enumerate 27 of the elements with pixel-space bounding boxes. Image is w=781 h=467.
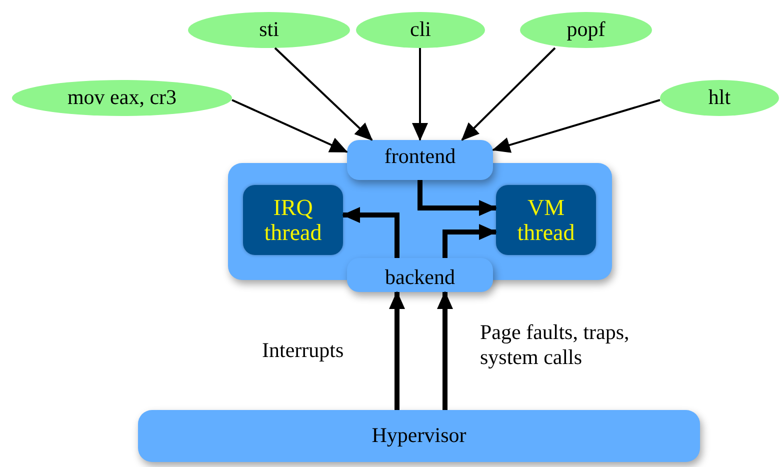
edge-label: Page faults, traps, system calls — [480, 320, 630, 370]
thread-box — [243, 185, 343, 255]
arrow — [442, 224, 497, 258]
node-label: sti — [259, 18, 279, 42]
node-label: Hypervisor — [372, 424, 466, 448]
frontend-tab — [347, 140, 493, 180]
arrow — [418, 180, 497, 216]
node-label: IRQ thread — [263, 194, 323, 246]
arrow — [232, 99, 348, 153]
thread-box — [496, 185, 596, 255]
arrow — [461, 47, 556, 141]
arrow — [274, 47, 373, 141]
arrow — [412, 48, 428, 141]
hypervisor-bar — [138, 410, 700, 462]
edge-label: Interrupts — [262, 338, 345, 364]
node-label: cli — [410, 18, 431, 42]
node-label: backend — [385, 266, 455, 289]
node-label: mov eax, cr3 — [67, 86, 177, 110]
node-label: VM thread — [516, 194, 576, 246]
arrow — [492, 99, 660, 153]
arrow — [342, 207, 400, 258]
node-label: frontend — [384, 145, 456, 168]
backend-tab — [347, 258, 493, 292]
node-label: hlt — [708, 86, 731, 110]
node-label: popf — [566, 18, 606, 42]
arrow — [389, 291, 405, 410]
arrow — [437, 291, 453, 410]
